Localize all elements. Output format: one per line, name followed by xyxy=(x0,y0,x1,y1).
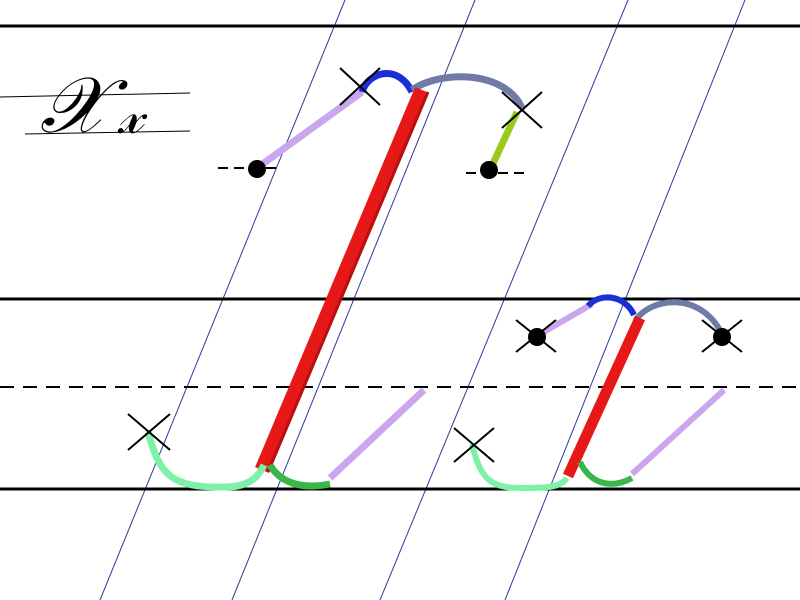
start-point-icon xyxy=(248,160,266,178)
main-slant-shadow xyxy=(266,91,430,473)
sample-uppercase-x: 𝒳 xyxy=(40,61,128,151)
start-point-icon xyxy=(480,161,498,179)
main-slant-stroke xyxy=(255,87,429,473)
bottom-curve-right xyxy=(266,463,331,490)
lead-out-stroke xyxy=(327,387,427,481)
cross-mark-icon xyxy=(501,91,543,129)
lead-in-stroke xyxy=(535,301,594,339)
top-loop-stroke-start xyxy=(585,294,637,317)
start-markers xyxy=(218,160,731,346)
cross-mark-icon xyxy=(127,413,171,451)
uppercase-x-strokes xyxy=(144,70,526,491)
hook-stroke xyxy=(486,110,521,172)
cross-mark-icon xyxy=(515,319,557,353)
horizontal-guide-lines xyxy=(0,24,800,491)
bottom-curve-left xyxy=(144,431,268,491)
lead-out-stroke xyxy=(629,387,727,477)
main-slant-stroke xyxy=(562,315,646,479)
sample-letters: 𝒳 𝓍 xyxy=(0,61,191,151)
cross-mark-icon xyxy=(701,319,743,353)
lowercase-x-strokes xyxy=(469,294,727,492)
top-loop-stroke-end xyxy=(409,73,526,110)
cross-mark-icon xyxy=(339,67,381,106)
cross-markers xyxy=(127,67,743,463)
bottom-curve-right xyxy=(577,460,634,487)
bottom-curve-left xyxy=(469,443,570,492)
cross-mark-icon xyxy=(453,427,495,463)
top-loop-stroke-end xyxy=(633,299,725,336)
sample-guide-line xyxy=(24,130,191,135)
sample-guide-line xyxy=(0,92,191,98)
top-loop-stroke-start xyxy=(358,70,416,94)
lead-in-stroke xyxy=(254,89,365,171)
sample-lowercase-x: 𝓍 xyxy=(117,83,148,146)
